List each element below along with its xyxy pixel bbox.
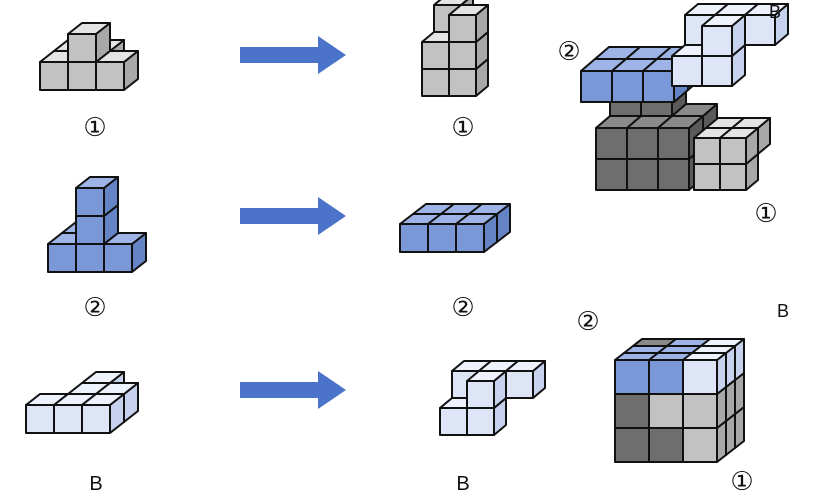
assembled-label-piece-b: B bbox=[777, 301, 789, 321]
cube-face bbox=[421, 41, 450, 70]
right-arrow-icon bbox=[240, 371, 346, 409]
cube-face bbox=[693, 163, 721, 191]
cube-face bbox=[657, 158, 690, 191]
piece-1-rotated bbox=[421, 0, 489, 97]
cube-face bbox=[595, 127, 628, 160]
cube-face bbox=[719, 137, 747, 165]
cube-face bbox=[682, 359, 718, 395]
exploded-label-piece-1: ① bbox=[754, 199, 777, 229]
cube-face bbox=[53, 404, 83, 434]
cube-face bbox=[75, 187, 105, 217]
cube-face bbox=[682, 352, 727, 361]
piece-1-original bbox=[39, 22, 139, 91]
cube-face bbox=[719, 163, 747, 191]
label-piece-2-original: ② bbox=[83, 293, 106, 323]
cube-face bbox=[427, 223, 457, 253]
cube-face bbox=[448, 68, 477, 97]
cube-face bbox=[67, 61, 97, 91]
right-arrow-icon bbox=[240, 197, 346, 235]
exploded-label-piece-b: B bbox=[769, 2, 781, 22]
cube-face bbox=[614, 393, 650, 429]
exploded-assembly bbox=[580, 3, 789, 191]
cube-face bbox=[39, 61, 69, 91]
cube-face bbox=[466, 380, 495, 409]
cube-face bbox=[648, 427, 684, 463]
cube-face bbox=[626, 127, 659, 160]
cube-face bbox=[648, 359, 684, 395]
cube-face bbox=[580, 70, 613, 103]
cube-face bbox=[25, 404, 55, 434]
cube-face bbox=[614, 359, 650, 395]
piece-2-original bbox=[47, 176, 147, 273]
cube-face bbox=[648, 393, 684, 429]
cube-face bbox=[657, 127, 690, 160]
cube-face bbox=[701, 25, 733, 57]
cube-face bbox=[439, 407, 468, 436]
cube-face bbox=[75, 243, 105, 273]
cube-face bbox=[103, 243, 133, 273]
arrow-shape bbox=[240, 197, 346, 235]
cube-face bbox=[691, 345, 736, 354]
cube-face bbox=[47, 243, 77, 273]
cube-face bbox=[455, 223, 485, 253]
arrow-shape bbox=[240, 371, 346, 409]
cube-face bbox=[421, 68, 450, 97]
assembled-cube bbox=[614, 338, 745, 463]
cube-face bbox=[448, 41, 477, 70]
piece-b-original bbox=[25, 371, 139, 434]
right-arrow-icon bbox=[240, 36, 346, 74]
cube-face bbox=[700, 338, 745, 347]
exploded-label-piece-2: ② bbox=[557, 37, 580, 67]
cube-face bbox=[466, 407, 495, 436]
label-piece-1-original: ① bbox=[83, 113, 106, 143]
cube-face bbox=[626, 158, 659, 191]
cube-face bbox=[399, 223, 429, 253]
cube-face bbox=[595, 158, 628, 191]
label-piece-b-original: B bbox=[89, 473, 102, 495]
cube-face bbox=[95, 61, 125, 91]
cube-face bbox=[682, 393, 718, 429]
assembled-label-piece-1: ① bbox=[730, 467, 753, 497]
cube-face bbox=[642, 70, 675, 103]
cube-face bbox=[701, 55, 733, 87]
piece-2-rotated bbox=[399, 203, 511, 253]
cube-face bbox=[67, 33, 97, 63]
piece-b-rotated bbox=[439, 360, 546, 436]
cube-face bbox=[81, 404, 111, 434]
cube-face bbox=[75, 215, 105, 245]
label-piece-1-rotated: ① bbox=[451, 113, 474, 143]
cube-face bbox=[505, 370, 534, 399]
cube-face bbox=[448, 14, 477, 43]
cube-face bbox=[693, 137, 721, 165]
arrow-shape bbox=[240, 36, 346, 74]
label-piece-2-rotated: ② bbox=[451, 293, 474, 323]
cube-face bbox=[611, 70, 644, 103]
label-piece-b-rotated: B bbox=[456, 473, 469, 495]
cube-face bbox=[682, 427, 718, 463]
assembled-label-piece-2: ② bbox=[576, 307, 599, 337]
cube-face bbox=[614, 427, 650, 463]
cube-face bbox=[671, 55, 703, 87]
